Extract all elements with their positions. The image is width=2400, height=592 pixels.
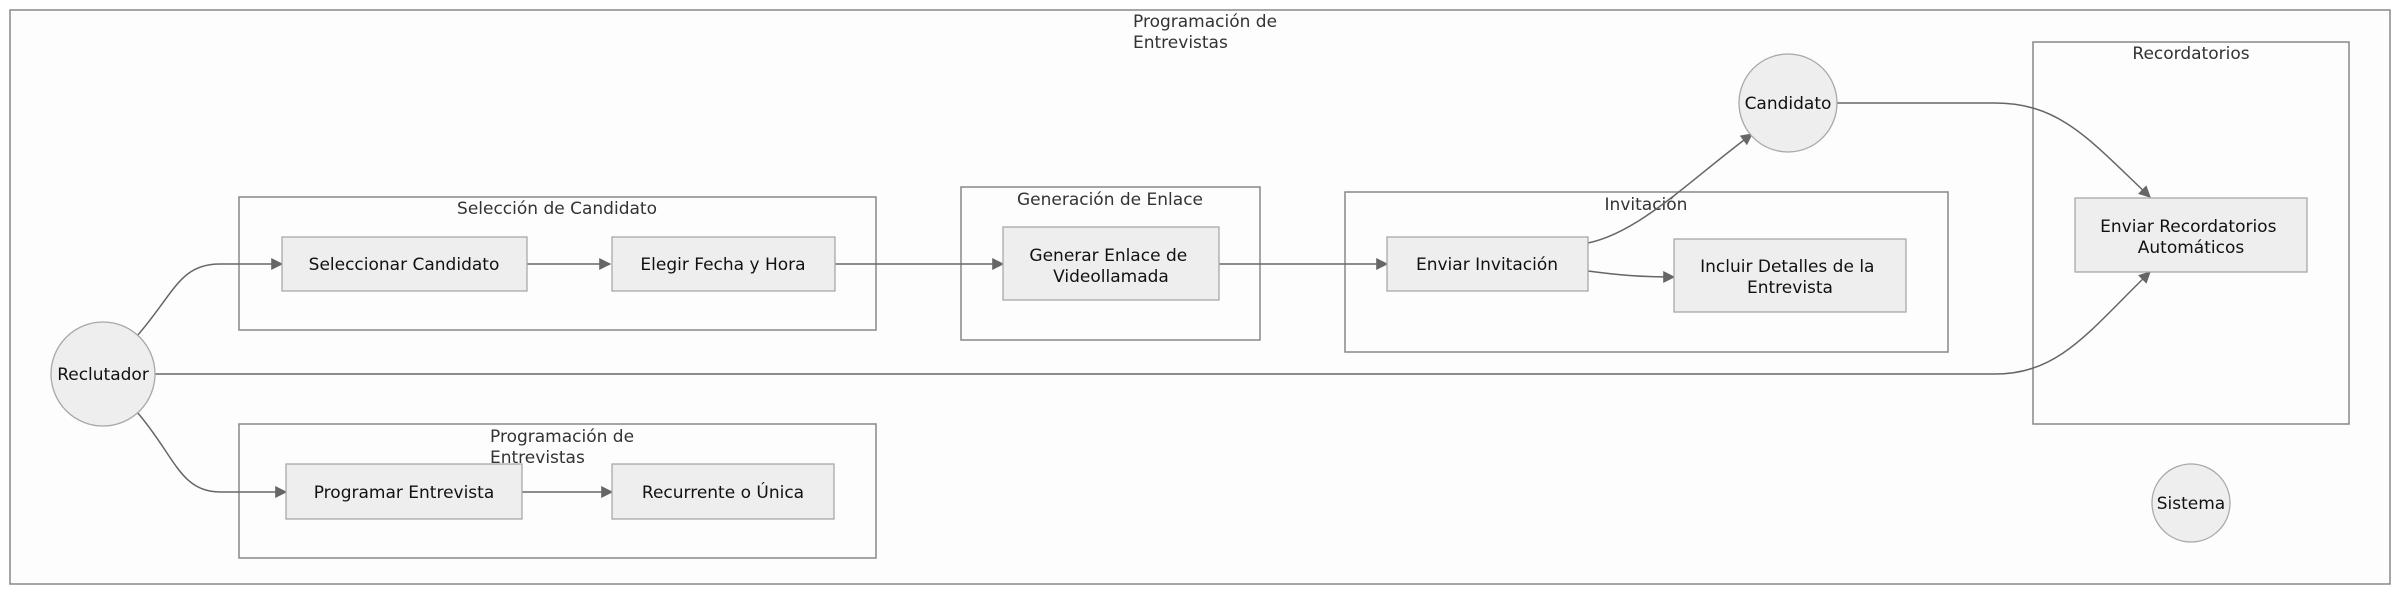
node-candidato[interactable]: Candidato	[1738, 53, 1838, 153]
edge-reclutador-to-seleccionar	[136, 258, 284, 337]
node-enviar-invitacion[interactable]: Enviar Invitación	[1386, 236, 1589, 292]
node-recurrente-label-line-1: Recurrente o Única	[642, 481, 804, 503]
node-sistema-shape	[2151, 463, 2231, 543]
subgraph-invitacion-frame	[1344, 191, 1949, 353]
subgraph-recordatorios-title: Recordatorios	[2132, 44, 2249, 64]
node-enviar-invitacion-label: Enviar Invitación	[1416, 255, 1558, 275]
subgraph-programacion-title: Programación de Entrevistas	[490, 427, 639, 468]
node-enviar-recordatorios-label-line-1: Enviar Recordatorios	[2100, 217, 2276, 237]
node-seleccionar-candidato-shape	[281, 236, 528, 292]
node-incluir-detalles-shape	[1673, 238, 1907, 313]
node-enviar-recordatorios-label: Enviar Recordatorios Automáticos	[2100, 217, 2282, 258]
node-reclutador[interactable]: Reclutador	[50, 321, 156, 427]
edge-reclutador-to-recordatorios	[155, 271, 2151, 375]
edges	[136, 102, 2151, 498]
node-reclutador-shape	[50, 321, 156, 427]
node-generar-enlace[interactable]: Generar Enlace de Videollamada	[1002, 226, 1220, 301]
node-elegir-fecha[interactable]: Elegir Fecha y Hora	[611, 236, 836, 292]
node-generar-enlace-shape	[1002, 226, 1220, 301]
node-reclutador-label-line-1: Reclutador	[57, 365, 149, 385]
edge-candidato-to-recordatorios	[1837, 102, 2151, 198]
node-recurrente-shape	[611, 463, 835, 520]
node-elegir-fecha-shape	[611, 236, 836, 292]
outer-subgraph-title-line-1: Programación de	[1133, 12, 1277, 32]
node-recurrente-label: Recurrente o Única	[642, 481, 804, 503]
node-generar-enlace-label: Generar Enlace de Videollamada	[1029, 246, 1192, 287]
node-programar-entrevista-label: Programar Entrevista	[314, 483, 495, 503]
node-reclutador-label: Reclutador	[57, 365, 149, 385]
node-generar-enlace-label-line-2: Videollamada	[1053, 267, 1169, 287]
node-candidato-label-line-1: Candidato	[1745, 94, 1832, 114]
node-candidato-shape	[1738, 53, 1838, 153]
node-enviar-recordatorios[interactable]: Enviar Recordatorios Automáticos	[2074, 197, 2308, 273]
node-incluir-detalles-label-line-1: Incluir Detalles de la	[1700, 257, 1874, 277]
node-enviar-invitacion-shape	[1386, 236, 1589, 292]
subgraph-programacion-frame	[238, 423, 877, 559]
node-incluir-detalles[interactable]: Incluir Detalles de la Entrevista	[1673, 238, 1907, 313]
subgraph-invitacion-title: Invitación	[1605, 195, 1688, 215]
node-incluir-detalles-label: Incluir Detalles de la Entrevista	[1700, 257, 1880, 298]
subgraph-recordatorios-frame	[2032, 41, 2350, 425]
node-elegir-fecha-label-line-1: Elegir Fecha y Hora	[640, 255, 805, 275]
node-sistema-label-line-1: Sistema	[2157, 494, 2225, 514]
node-incluir-detalles-label-line-2: Entrevista	[1747, 278, 1833, 298]
outer-subgraph-title-line-2: Entrevistas	[1133, 33, 1228, 53]
edge-reclutador-to-programar	[136, 411, 288, 498]
node-seleccionar-candidato-label: Seleccionar Candidato	[309, 255, 500, 275]
node-programar-entrevista-shape	[285, 463, 523, 520]
node-candidato-label: Candidato	[1745, 94, 1832, 114]
subgraph-invitacion: Invitación	[1344, 191, 1949, 353]
subgraph-recordatorios: Recordatorios	[2032, 41, 2350, 425]
node-enviar-recordatorios-shape	[2074, 197, 2308, 273]
node-recurrente[interactable]: Recurrente o Única	[611, 463, 835, 520]
node-sistema[interactable]: Sistema	[2151, 463, 2231, 543]
subgraph-programacion-title-line-2: Entrevistas	[490, 448, 585, 468]
outer-subgraph-title: Programación de Entrevistas	[1133, 12, 1282, 53]
node-seleccionar-candidato[interactable]: Seleccionar Candidato	[281, 236, 528, 292]
node-generar-enlace-label-line-1: Generar Enlace de	[1029, 246, 1187, 266]
edge-enviar-to-candidato	[1587, 133, 1753, 244]
node-enviar-invitacion-label-line-1: Enviar Invitación	[1416, 255, 1558, 275]
edge-enviar-to-detalles	[1587, 270, 1676, 283]
node-programar-entrevista[interactable]: Programar Entrevista	[285, 463, 523, 520]
node-programar-entrevista-label-line-1: Programar Entrevista	[314, 483, 495, 503]
node-seleccionar-candidato-label-line-1: Seleccionar Candidato	[309, 255, 500, 275]
node-enviar-recordatorios-label-line-2: Automáticos	[2138, 238, 2245, 258]
node-sistema-label: Sistema	[2157, 494, 2225, 514]
subgraph-programacion-title-line-1: Programación de	[490, 427, 634, 447]
subgraph-enlace-title: Generación de Enlace	[1017, 190, 1203, 210]
subgraph-programacion: Programación de Entrevistas	[238, 423, 877, 559]
node-elegir-fecha-label: Elegir Fecha y Hora	[640, 255, 805, 275]
subgraph-seleccion-title: Selección de Candidato	[457, 199, 657, 219]
